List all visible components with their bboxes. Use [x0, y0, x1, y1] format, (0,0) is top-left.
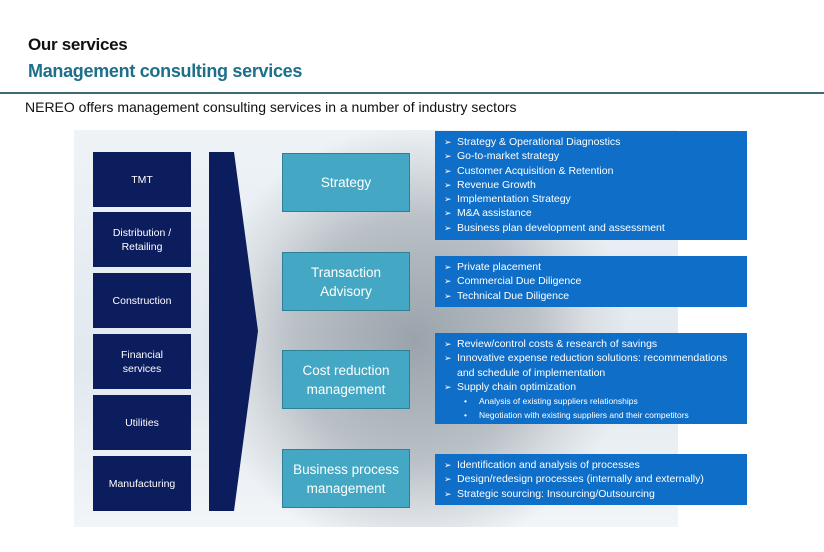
detail-item: Review/control costs & research of savin…	[444, 337, 739, 352]
detail-item: Analysis of existing suppliers relations…	[444, 394, 739, 409]
detail-item: Strategic sourcing: Insourcing/Outsourci…	[444, 487, 739, 502]
intro-text: NEREO offers management consulting servi…	[25, 99, 517, 115]
detail-item: Private placement	[444, 260, 739, 275]
detail-item: Implementation Strategy	[444, 192, 739, 207]
industry-box: TMT	[93, 152, 191, 207]
details-bpm: Identification and analysis of processes…	[435, 454, 747, 505]
detail-item: Technical Due Diligence	[444, 289, 739, 304]
slide-subtitle: Management consulting services	[28, 61, 303, 81]
detail-item: Identification and analysis of processes	[444, 458, 739, 473]
service-box-strategy: Strategy	[282, 153, 410, 212]
details-cost: Review/control costs & research of savin…	[435, 333, 747, 424]
detail-item: Negotiation with existing suppliers and …	[444, 408, 739, 423]
industry-box: Distribution / Retailing	[93, 212, 191, 267]
details-transaction: Private placementCommercial Due Diligenc…	[435, 256, 747, 307]
industry-box: Financial services	[93, 334, 191, 389]
detail-item: M&A assistance	[444, 206, 739, 221]
detail-item: Customer Acquisition & Retention	[444, 164, 739, 179]
industry-box: Utilities	[93, 395, 191, 450]
detail-item: Innovative expense reduction solutions: …	[444, 351, 739, 380]
industry-box: Manufacturing	[93, 456, 191, 511]
divider	[0, 92, 824, 94]
industry-box: Construction	[93, 273, 191, 328]
detail-item: Revenue Growth	[444, 178, 739, 193]
service-box-transaction: Transaction Advisory	[282, 252, 410, 311]
detail-item: Strategy & Operational Diagnostics	[444, 135, 739, 150]
detail-item: Go-to-market strategy	[444, 149, 739, 164]
detail-item: Commercial Due Diligence	[444, 274, 739, 289]
detail-item: Design/redesign processes (internally an…	[444, 472, 739, 487]
detail-item: Supply chain optimization	[444, 380, 739, 395]
slide-title: Our services	[28, 35, 128, 54]
service-box-cost: Cost reduction management	[282, 350, 410, 409]
details-strategy: Strategy & Operational DiagnosticsGo-to-…	[435, 131, 747, 240]
detail-item: Business plan development and assessment	[444, 221, 739, 236]
service-box-bpm: Business process management	[282, 449, 410, 508]
